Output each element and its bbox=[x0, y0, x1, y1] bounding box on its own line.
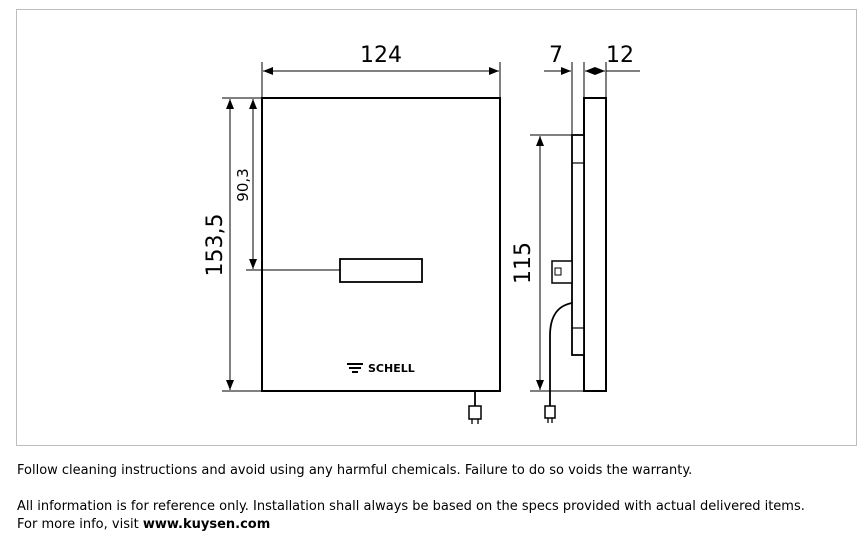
brand-label: SCHELL bbox=[368, 362, 415, 375]
website-link[interactable]: www.kuysen.com bbox=[142, 517, 271, 532]
side-connector-notch bbox=[554, 267, 562, 276]
notes-section: Follow cleaning instructions and avoid u… bbox=[17, 462, 857, 534]
side-cable bbox=[549, 302, 573, 406]
width-label: 124 bbox=[360, 43, 402, 68]
schell-logo-icon bbox=[347, 363, 363, 373]
more-info-line: For more info, visit www.kuysen.com bbox=[17, 516, 857, 534]
side-body bbox=[571, 134, 585, 356]
depth-recess-label: 7 bbox=[549, 43, 563, 68]
side-plug-icon bbox=[544, 405, 556, 423]
body-height-label: 115 bbox=[511, 242, 536, 284]
side-connector bbox=[551, 260, 573, 284]
side-view: 115 7 12 bbox=[511, 43, 640, 423]
side-plate bbox=[583, 97, 607, 392]
more-info-prefix: For more info, visit bbox=[17, 517, 143, 532]
cleaning-note: Follow cleaning instructions and avoid u… bbox=[17, 463, 693, 478]
reference-note: All information is for reference only. I… bbox=[17, 499, 805, 514]
front-plug-icon bbox=[468, 405, 482, 424]
depth-plate-label: 12 bbox=[606, 43, 634, 68]
technical-drawing: SCHELL 124 153,5 90,3 bbox=[203, 43, 640, 424]
front-view: SCHELL 124 153,5 90,3 bbox=[203, 43, 501, 424]
sensor-window bbox=[339, 258, 423, 283]
front-plate bbox=[261, 97, 501, 392]
sensor-height-label: 90,3 bbox=[234, 168, 252, 201]
height-label: 153,5 bbox=[203, 214, 228, 277]
